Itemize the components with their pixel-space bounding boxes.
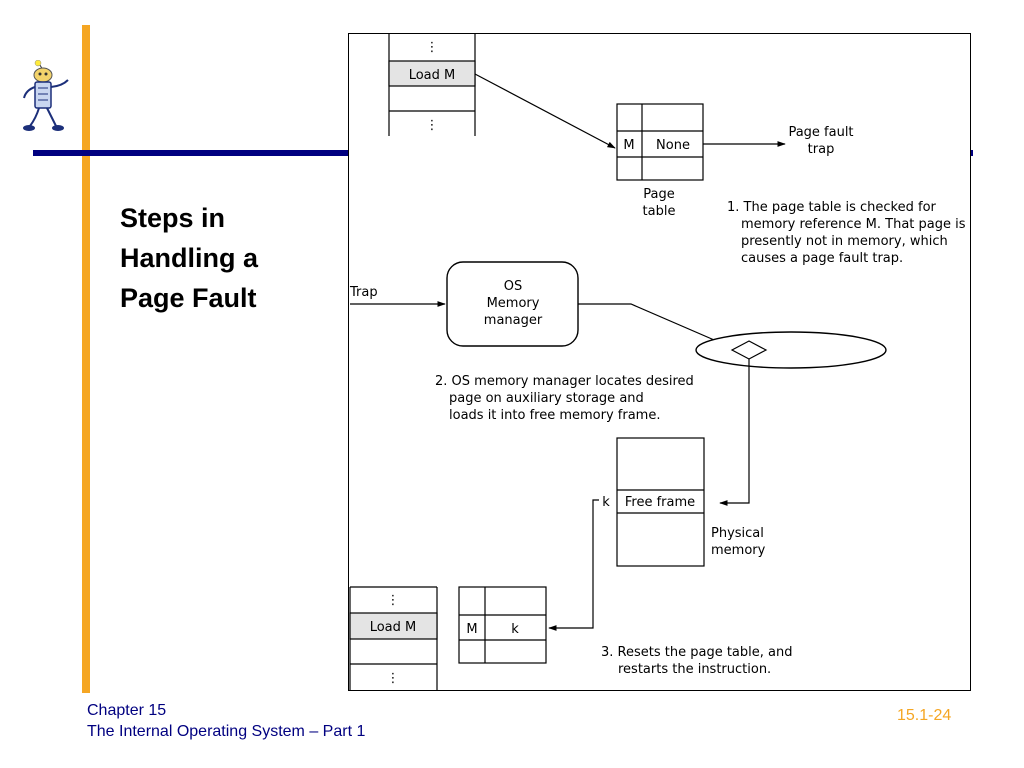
load-page-arrow <box>719 359 750 506</box>
free-frame-label: Free frame <box>625 495 695 510</box>
storage-arrow <box>578 303 736 350</box>
slide-title: Steps in Handling a Page Fault <box>120 198 340 318</box>
load-instruction-label: Load M <box>370 620 417 635</box>
title-line: Handling a <box>120 243 259 273</box>
auxiliary-storage-disk-icon <box>695 331 887 369</box>
step-line: memory reference M. That page is <box>741 217 966 232</box>
step-2-text: 2. OS memory manager locates desired pag… <box>435 374 694 423</box>
footer-subtitle: The Internal Operating System – Part 1 <box>87 723 366 740</box>
step-line: 3. Resets the page table, and <box>601 645 792 660</box>
frame-number-label: k <box>602 495 610 510</box>
page-table-caption: table <box>643 204 676 219</box>
page-fault-label: Page fault <box>788 125 853 140</box>
title-line: Page Fault <box>120 283 257 313</box>
page-table-entry-value: None <box>656 138 690 153</box>
physical-memory: Free frame k Physical memory <box>602 437 766 567</box>
page-table-bottom: M k <box>458 586 547 664</box>
page-fault-diagram: ⋮ Load M ⋮ M None Page table Page fault … <box>348 33 971 691</box>
instruction-stack-top: ⋮ Load M ⋮ <box>388 34 476 136</box>
slide-number: 15.1-24 <box>897 707 952 724</box>
ellipsis-icon: ⋮ <box>426 118 439 133</box>
os-memory-manager-box: OS Memory manager <box>446 261 579 347</box>
robot-mascot-icon <box>23 60 69 131</box>
ellipsis-icon: ⋮ <box>387 671 400 686</box>
reference-arrow <box>474 73 616 149</box>
physical-memory-caption: memory <box>711 543 766 558</box>
ellipsis-icon: ⋮ <box>426 40 439 55</box>
accent-vertical-bar <box>82 25 90 693</box>
step-line: 2. OS memory manager locates desired <box>435 374 694 389</box>
os-label: OS <box>504 279 522 294</box>
physical-memory-caption: Physical <box>711 526 764 541</box>
page-table-caption: Page <box>643 187 674 202</box>
step-line: presently not in memory, which <box>741 234 948 249</box>
step-line: restarts the instruction. <box>618 662 771 677</box>
load-instruction-label: Load M <box>409 68 456 83</box>
footer-chapter: Chapter 15 <box>87 702 167 719</box>
page-table-entry-key: M <box>623 138 634 153</box>
ellipsis-icon: ⋮ <box>387 593 400 608</box>
footer: Chapter 15 The Internal Operating System… <box>87 700 365 742</box>
page-fault-label: trap <box>808 142 835 157</box>
page-table-entry-key: M <box>466 622 477 637</box>
step-line: 1. The page table is checked for <box>727 200 937 215</box>
update-table-arrow <box>548 499 599 631</box>
step-line: loads it into free memory frame. <box>449 408 660 423</box>
trap-label: Trap <box>349 285 378 300</box>
title-line: Steps in <box>120 203 226 233</box>
step-3-text: 3. Resets the page table, and restarts t… <box>601 645 792 677</box>
os-label: Memory <box>487 296 540 311</box>
step-line: page on auxiliary storage and <box>449 391 644 406</box>
instruction-stack-bottom: ⋮ Load M ⋮ <box>349 586 438 690</box>
page-table-top: M None Page table <box>616 103 704 219</box>
step-line: causes a page fault trap. <box>741 251 903 266</box>
step-1-text: 1. The page table is checked for memory … <box>727 200 966 266</box>
os-label: manager <box>484 313 543 328</box>
page-table-entry-value: k <box>511 622 519 637</box>
